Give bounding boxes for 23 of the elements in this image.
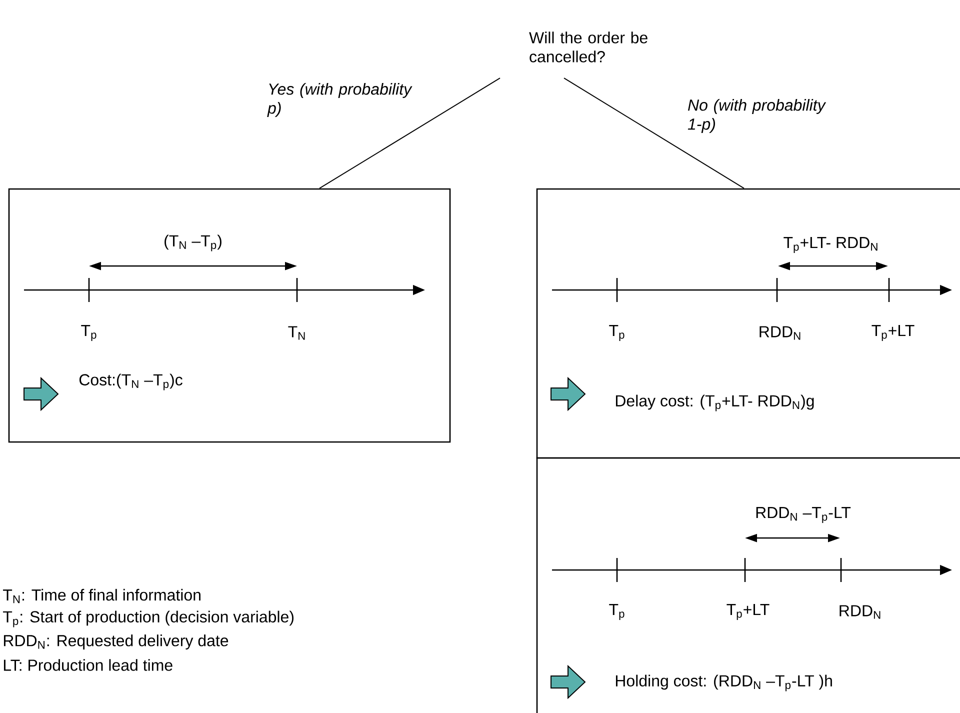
interval-label: T$_{p}$+LT- RDD$_{N}$ [784,237,878,253]
cost-text: Holding cost: (RDD$_{N}$ –T$_{p}$-LT )h [616,674,832,692]
tick-label: RDD$_{N}$ [760,326,800,340]
edge-label: Yes (with probability p) [267,83,412,117]
definition-text: RDD$_{N}$: Requested delivery date [4,634,228,650]
definition-text: LT: Production lead time [4,659,172,671]
branch-line [564,78,744,189]
definition-text: T$_{N}$: Time of final information [3,588,200,604]
interval-label: (T$_{N}$ –T$_{p}$) [164,234,222,252]
edge-label: No (with probability 1-p) [688,99,826,133]
tick-label: T$_{p}$ [609,325,624,341]
tick-label: T$_{p}$ [81,325,96,341]
definition-text: T$_{p}$: Start of production (decision variable) [3,610,294,628]
cost-text: Delay cost: (T$_{p}$+LT- RDD$_{N}$)g [616,394,814,412]
branch-line [319,78,500,189]
interval-label: RDD$_{N}$ –T$_{p}$-LT [756,507,851,523]
tick-label: T$_{N}$ [288,326,305,340]
tick-label: T$_{p}$ [609,604,624,620]
cost-text: Cost:(T$_{N}$ –T$_{p}$)c [79,374,182,390]
tick-label: T$_{p}$+LT [726,604,770,620]
question-text: Will the order be cancelled? [529,32,648,62]
tick-label: RDD$_{N}$ [840,605,880,619]
tick-label: T$_{p}$+LT [872,325,914,341]
